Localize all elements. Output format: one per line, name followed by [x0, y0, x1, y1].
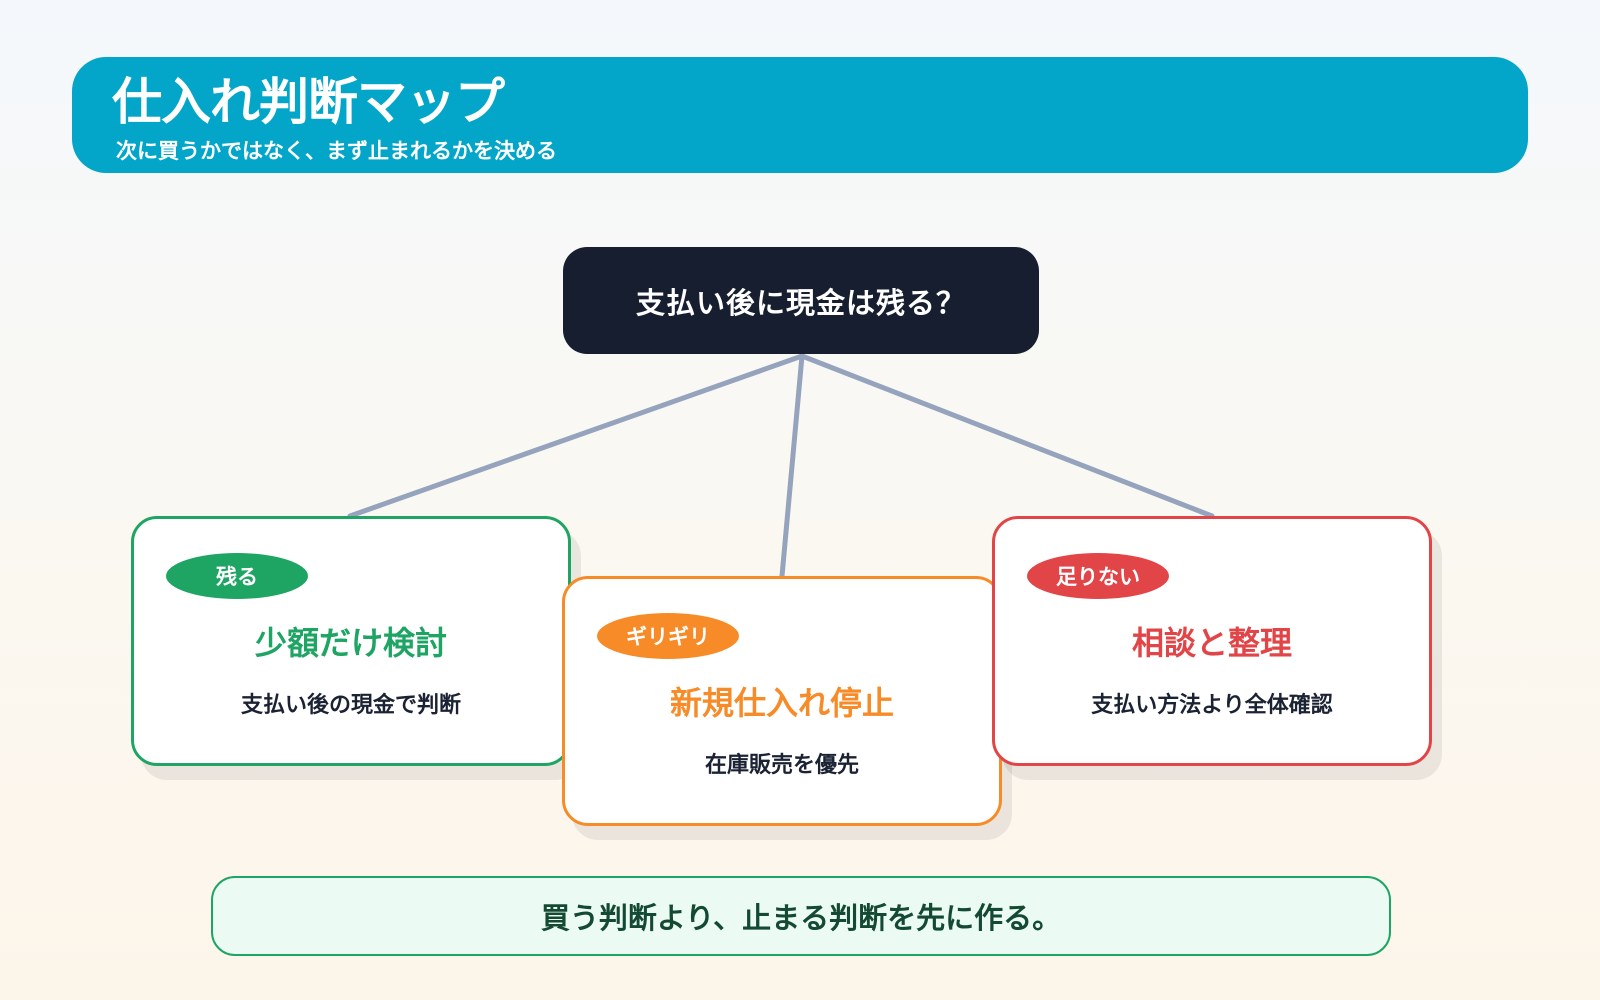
branch-desc-remains: 支払い後の現金で判断 [240, 693, 461, 718]
page-subtitle: 次に買うかではなく、まず止まれるかを決める [116, 139, 557, 163]
connector-middle [779, 353, 805, 579]
footer-message-box: 買う判断より、止まる判断を先に作る。 [211, 876, 1391, 956]
root-question-text: 支払い後に現金は残る？ [635, 285, 966, 320]
branch-card-remains: 残る 少額だけ検討 支払い後の現金で判断 [131, 516, 571, 766]
branch-badge-remains: 残る [166, 553, 308, 599]
branch-desc-borderline: 在庫販売を優先 [704, 753, 859, 778]
root-question-node: 支払い後に現金は残る？ [563, 247, 1039, 354]
branch-title-remains: 少額だけ検討 [254, 624, 447, 662]
branch-desc-insufficient: 支払い方法より全体確認 [1091, 693, 1333, 718]
header-banner: 仕入れ判断マップ 次に買うかではなく、まず止まれるかを決める [72, 57, 1528, 173]
connector-left [347, 353, 805, 519]
connector-right [799, 353, 1215, 519]
footer-message: 買う判断より、止まる判断を先に作る。 [540, 901, 1062, 935]
page-title: 仕入れ判断マップ [112, 73, 505, 131]
branch-title-borderline: 新規仕入れ停止 [669, 684, 894, 722]
branch-card-insufficient: 足りない 相談と整理 支払い方法より全体確認 [992, 516, 1432, 766]
branch-badge-borderline: ギリギリ [597, 613, 739, 659]
branch-title-insufficient: 相談と整理 [1131, 624, 1292, 662]
branch-badge-insufficient: 足りない [1027, 553, 1169, 599]
branch-card-borderline: ギリギリ 新規仕入れ停止 在庫販売を優先 [562, 576, 1002, 826]
